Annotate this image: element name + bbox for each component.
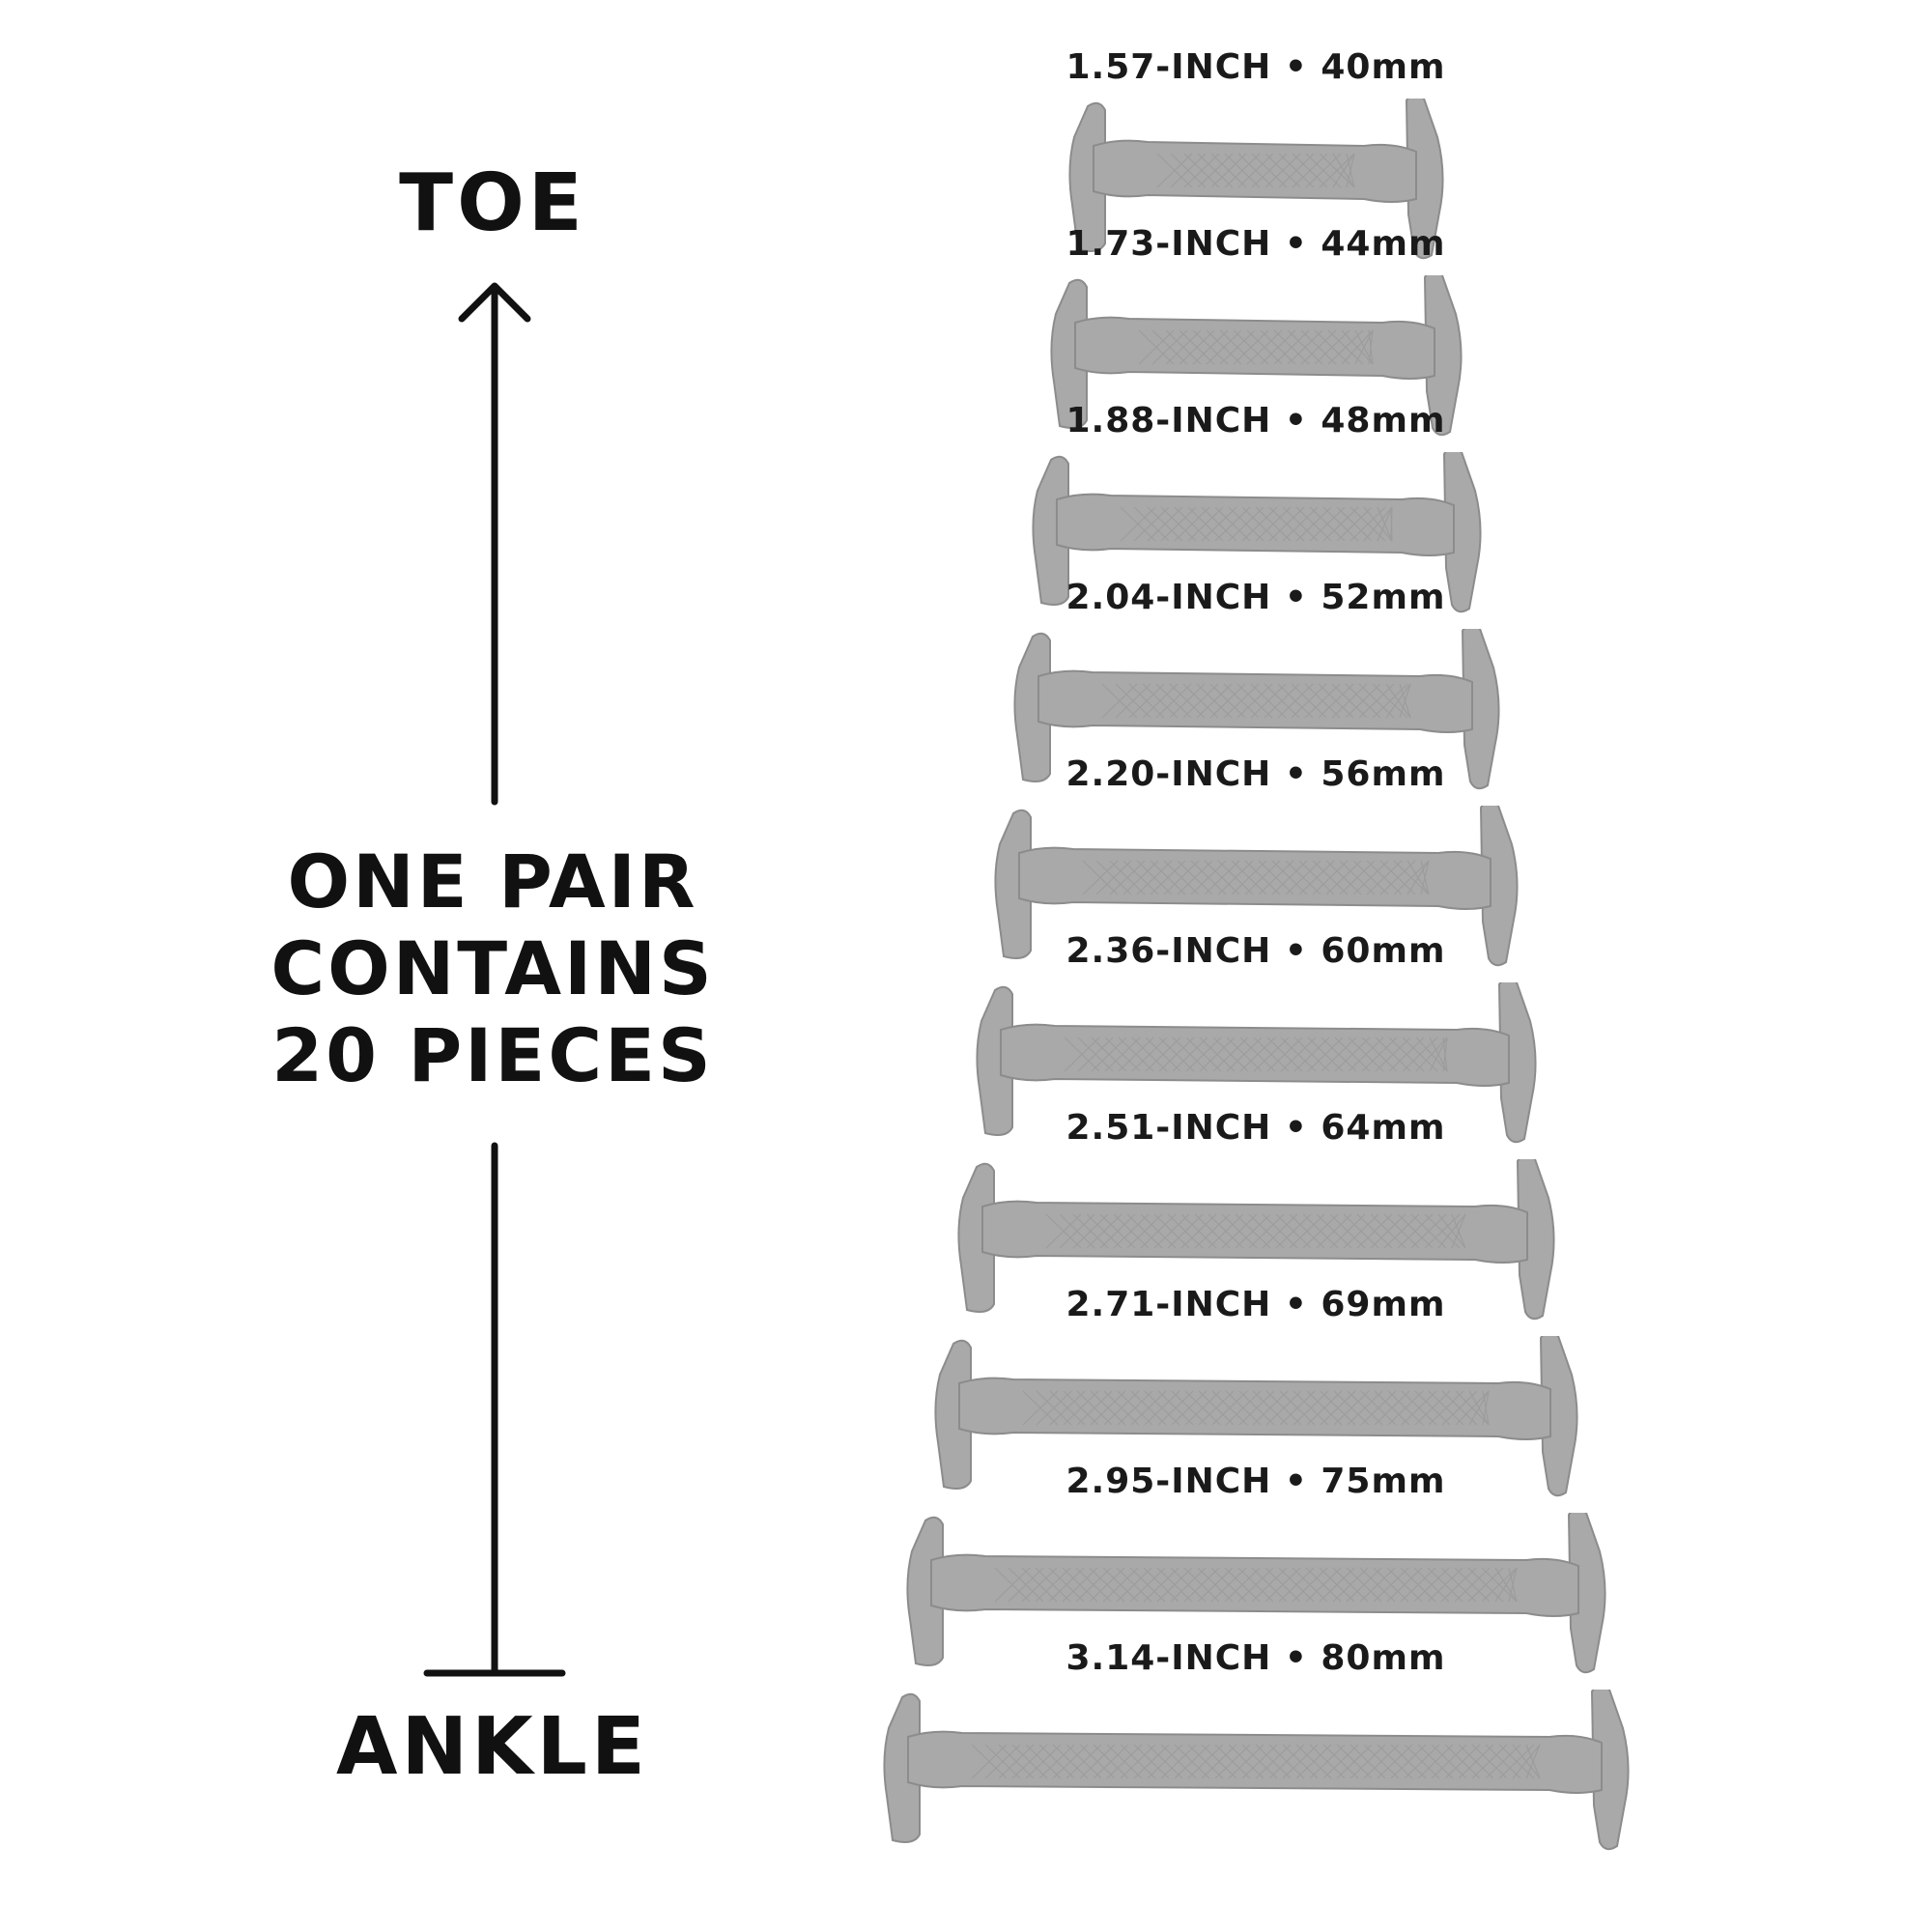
piece-right-tab <box>1442 452 1482 613</box>
piece-size-label: 2.04-INCH • 52mm <box>1065 578 1446 617</box>
shoelace-piece-icon <box>957 1159 1555 1321</box>
piece-body <box>1055 493 1455 556</box>
piece-left-tab <box>1012 632 1051 782</box>
piece-right-tab <box>1516 1159 1555 1321</box>
piece-size-label: 2.20-INCH • 56mm <box>1065 754 1446 794</box>
shoelace-piece-icon <box>994 806 1519 967</box>
toe-label: TOE <box>399 157 586 249</box>
piece-size-label: 1.73-INCH • 44mm <box>1065 224 1446 264</box>
piece-body <box>1018 846 1492 910</box>
shoelace-piece-icon <box>976 982 1537 1144</box>
pack-info-line-3: 20 PIECES <box>271 1012 714 1098</box>
shoelace-piece-icon <box>906 1513 1606 1674</box>
shoelace-piece-icon <box>883 1690 1630 1851</box>
piece-right-tab <box>1539 1336 1578 1497</box>
piece-size-label: 2.71-INCH • 69mm <box>1065 1285 1446 1324</box>
pack-info-text: ONE PAIR CONTAINS 20 PIECES <box>87 838 898 1099</box>
direction-arrow <box>423 282 566 1677</box>
piece-size-label: 1.57-INCH • 40mm <box>1065 47 1446 87</box>
ankle-label: ANKLE <box>336 1701 649 1793</box>
piece-right-tab <box>1567 1513 1606 1674</box>
piece-left-tab <box>1031 455 1069 606</box>
piece-left-tab <box>976 985 1013 1136</box>
piece-texture <box>994 1567 1518 1603</box>
piece-texture <box>1045 1213 1466 1249</box>
pack-info-line-2: CONTAINS <box>270 925 715 1011</box>
shoelace-piece-icon <box>1031 452 1482 613</box>
piece-texture <box>1082 860 1430 895</box>
piece-body <box>907 1730 1603 1794</box>
piece-texture <box>1156 153 1355 188</box>
shoelace-piece-icon <box>1012 629 1500 790</box>
piece-size-label: 3.14-INCH • 80mm <box>1065 1638 1446 1678</box>
piece-left-tab <box>906 1516 944 1666</box>
piece-size-label: 1.88-INCH • 48mm <box>1065 401 1446 440</box>
piece-left-tab <box>957 1162 995 1313</box>
piece-right-tab <box>1423 275 1463 437</box>
shoelace-piece-icon <box>1050 275 1463 437</box>
piece-size-label: 2.95-INCH • 75mm <box>1065 1462 1446 1501</box>
piece-texture <box>1138 329 1374 365</box>
piece-texture <box>1022 1390 1490 1426</box>
shoelace-piece-icon <box>1068 99 1444 260</box>
piece-left-tab <box>994 809 1032 959</box>
piece-right-tab <box>1497 982 1537 1144</box>
piece-left-tab <box>934 1339 972 1490</box>
piece-body <box>1074 316 1435 380</box>
piece-size-label: 2.51-INCH • 64mm <box>1065 1108 1446 1148</box>
pack-info-line-1: ONE PAIR <box>287 838 698 924</box>
piece-right-tab <box>1479 806 1519 967</box>
piece-texture <box>1120 506 1393 542</box>
piece-right-tab <box>1461 629 1500 790</box>
piece-texture <box>1101 683 1411 719</box>
shoelace-piece-icon <box>934 1336 1578 1497</box>
piece-left-tab <box>883 1692 921 1843</box>
piece-texture <box>971 1744 1541 1779</box>
piece-texture <box>1064 1037 1448 1072</box>
piece-left-tab <box>1050 278 1088 429</box>
arrow-head-icon <box>458 282 531 323</box>
piece-left-tab <box>1068 101 1106 252</box>
piece-right-tab <box>1590 1690 1630 1851</box>
piece-body <box>958 1377 1551 1440</box>
piece-right-tab <box>1405 99 1444 260</box>
piece-size-label: 2.36-INCH • 60mm <box>1065 931 1446 971</box>
